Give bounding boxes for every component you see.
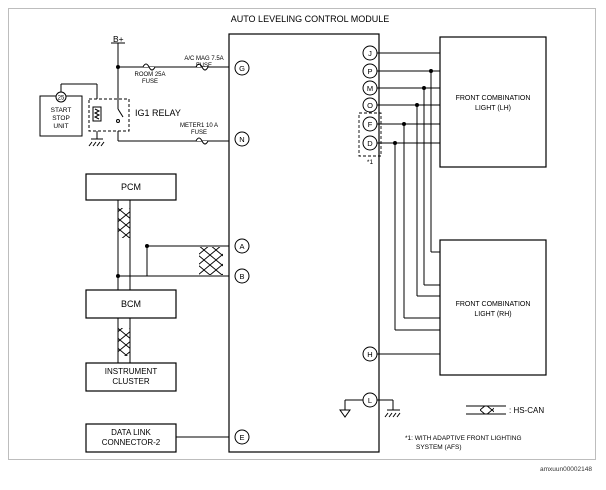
svg-text:P: P bbox=[367, 67, 372, 76]
dlc-box bbox=[85, 423, 177, 453]
can-junction-1 bbox=[145, 244, 149, 248]
ac-mag-fuse-symbol bbox=[195, 63, 209, 71]
fcl-lh-label-2: LIGHT (LH) bbox=[475, 105, 511, 112]
start-stop-label-1: START bbox=[51, 107, 72, 114]
terminal-h: H bbox=[362, 346, 378, 362]
terminal-j: J bbox=[362, 45, 378, 61]
room-fuse-symbol bbox=[142, 63, 156, 71]
bcm-label: BCM bbox=[121, 299, 141, 309]
ig1-relay-label: IG1 RELAY bbox=[135, 108, 181, 118]
svg-text:G: G bbox=[239, 64, 245, 73]
terminal-f: F bbox=[362, 116, 378, 132]
fcl-rh-label-2: LIGHT (RH) bbox=[474, 311, 511, 318]
meter-fuse-label-2: FUSE bbox=[191, 130, 207, 136]
terminal-b: B bbox=[234, 268, 250, 284]
relay-ground-symbol bbox=[88, 131, 105, 147]
afs-mark: *1 bbox=[367, 159, 374, 166]
pcm-box bbox=[85, 173, 177, 201]
terminal-m: M bbox=[362, 80, 378, 96]
module-ground-wires bbox=[344, 399, 394, 410]
bcm-box bbox=[85, 289, 177, 319]
front-combination-light-rh-box bbox=[439, 239, 547, 376]
afs-footnote-1: *1: WITH ADAPTIVE FRONT LIGHTING bbox=[405, 435, 522, 442]
svg-text:F: F bbox=[368, 120, 373, 129]
hs-can-legend-symbol bbox=[466, 405, 506, 415]
meter-fuse-label: METER1 10 A bbox=[180, 123, 218, 129]
terminal-a: A bbox=[234, 238, 250, 254]
afs-footnote-2: SYSTEM (AFS) bbox=[416, 444, 462, 451]
control-module-box bbox=[228, 33, 380, 453]
hs-can-branch-wires bbox=[118, 245, 229, 277]
start-stop-to-relay-wire bbox=[60, 83, 98, 99]
front-combination-light-lh-box bbox=[439, 36, 547, 168]
hs-can-twisted-pair-cluster bbox=[117, 318, 131, 363]
signal-ground-symbol bbox=[339, 409, 351, 418]
svg-text:L: L bbox=[368, 396, 372, 405]
svg-text:A: A bbox=[239, 242, 244, 251]
svg-text:D: D bbox=[367, 139, 373, 148]
image-code: amxuun00002148 bbox=[540, 466, 592, 473]
pcm-label: PCM bbox=[121, 182, 141, 192]
room-fuse-label-2: FUSE bbox=[142, 79, 158, 85]
svg-text:H: H bbox=[367, 350, 372, 359]
terminal-o: O bbox=[362, 97, 378, 113]
ac-mag-fuse-label: A/C MAG 7.5A bbox=[184, 56, 223, 62]
fcl-rh-label-1: FRONT COMBINATION bbox=[456, 301, 531, 308]
start-stop-unit-box bbox=[39, 95, 83, 137]
terminal-e: E bbox=[234, 429, 250, 445]
svg-text:O: O bbox=[367, 101, 373, 110]
dlc-label-1: DATA LINK bbox=[111, 428, 151, 437]
module-title: AUTO LEVELING CONTROL MODULE bbox=[231, 14, 390, 24]
start-stop-label-2: STOP bbox=[52, 115, 70, 122]
svg-text:N: N bbox=[239, 135, 244, 144]
instrument-cluster-box bbox=[85, 362, 177, 392]
start-stop-label-3: UNIT bbox=[53, 123, 68, 130]
relay-contact-symbol bbox=[116, 99, 124, 123]
light-wires bbox=[377, 52, 440, 355]
svg-text:E: E bbox=[239, 433, 244, 442]
ig1-relay-box bbox=[88, 98, 130, 132]
instrument-cluster-label-2: CLUSTER bbox=[112, 377, 150, 386]
terminal-p: P bbox=[362, 63, 378, 79]
room-fuse-label: ROOM 25A bbox=[134, 72, 165, 78]
instrument-cluster-label-1: INSTRUMENT bbox=[105, 367, 158, 376]
terminal-d: D bbox=[362, 135, 378, 151]
terminal-n: N bbox=[234, 131, 250, 147]
terminal-l: L bbox=[362, 392, 378, 408]
diagram-frame bbox=[8, 8, 596, 460]
relay-coil-symbol bbox=[92, 106, 102, 122]
terminal-g: G bbox=[234, 60, 250, 76]
afs-dashed-group bbox=[358, 112, 382, 157]
fcl-lh-label-1: FRONT COMBINATION bbox=[456, 95, 531, 102]
b-plus-junction bbox=[116, 65, 120, 69]
light-wire-junctions bbox=[393, 69, 433, 145]
svg-text:J: J bbox=[368, 49, 372, 58]
start-stop-number: 25 bbox=[58, 96, 65, 102]
hs-can-legend-label: : HS-CAN bbox=[509, 406, 544, 415]
svg-text:B: B bbox=[239, 272, 244, 281]
can-junction-2 bbox=[116, 274, 120, 278]
ac-mag-fuse-label-2: FUSE bbox=[196, 63, 212, 69]
dlc-label-2: CONNECTOR-2 bbox=[102, 438, 161, 447]
b-plus-label: B+ bbox=[113, 34, 124, 44]
meter-fuse-symbol bbox=[195, 137, 209, 145]
chassis-ground-symbol bbox=[384, 409, 401, 418]
svg-text:M: M bbox=[367, 84, 373, 93]
hs-can-twisted-pair-module bbox=[199, 247, 223, 275]
